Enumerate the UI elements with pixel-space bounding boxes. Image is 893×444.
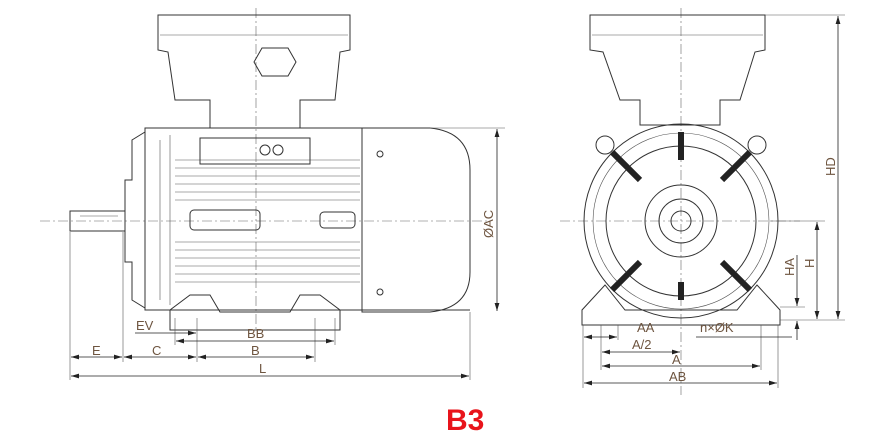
mounting-type-title: B3	[446, 404, 485, 437]
shaft-end	[670, 210, 692, 232]
lifting-lug	[199, 137, 311, 165]
front-end-shield	[124, 131, 146, 309]
label-EV: EV	[136, 318, 154, 333]
label-L: L	[259, 361, 266, 376]
label-A: A	[672, 352, 681, 367]
terminal-box-front	[589, 14, 766, 126]
label-nK: n×ØK	[700, 320, 734, 335]
label-E: E	[92, 343, 101, 358]
cooling-fins	[159, 135, 360, 305]
label-AC: ØAC	[481, 210, 496, 238]
nameplate	[189, 209, 261, 231]
label-H: H	[802, 259, 817, 268]
side-view	[40, 8, 490, 331]
label-HD: HD	[823, 157, 838, 176]
terminal-box	[157, 14, 351, 129]
motor-body	[144, 127, 363, 311]
lifting-eye-left	[595, 135, 615, 155]
fan-cover	[361, 127, 471, 313]
cable-gland	[253, 47, 297, 77]
label-B: B	[251, 343, 260, 358]
lifting-eye-right	[747, 135, 767, 155]
label-HA: HA	[782, 258, 797, 276]
mounting-foot	[169, 294, 341, 331]
front-view	[560, 8, 800, 395]
front-dimensions: AA n×ØK A/2 A AB HA H HD	[582, 14, 845, 388]
label-BB: BB	[247, 326, 264, 341]
label-C: C	[152, 343, 161, 358]
label-AB: AB	[669, 369, 686, 384]
label-A-half: A/2	[632, 337, 652, 352]
label-AA: AA	[637, 320, 655, 335]
side-dimensions: E C EV BB B L ØAC	[69, 127, 505, 380]
ribs	[609, 132, 753, 300]
